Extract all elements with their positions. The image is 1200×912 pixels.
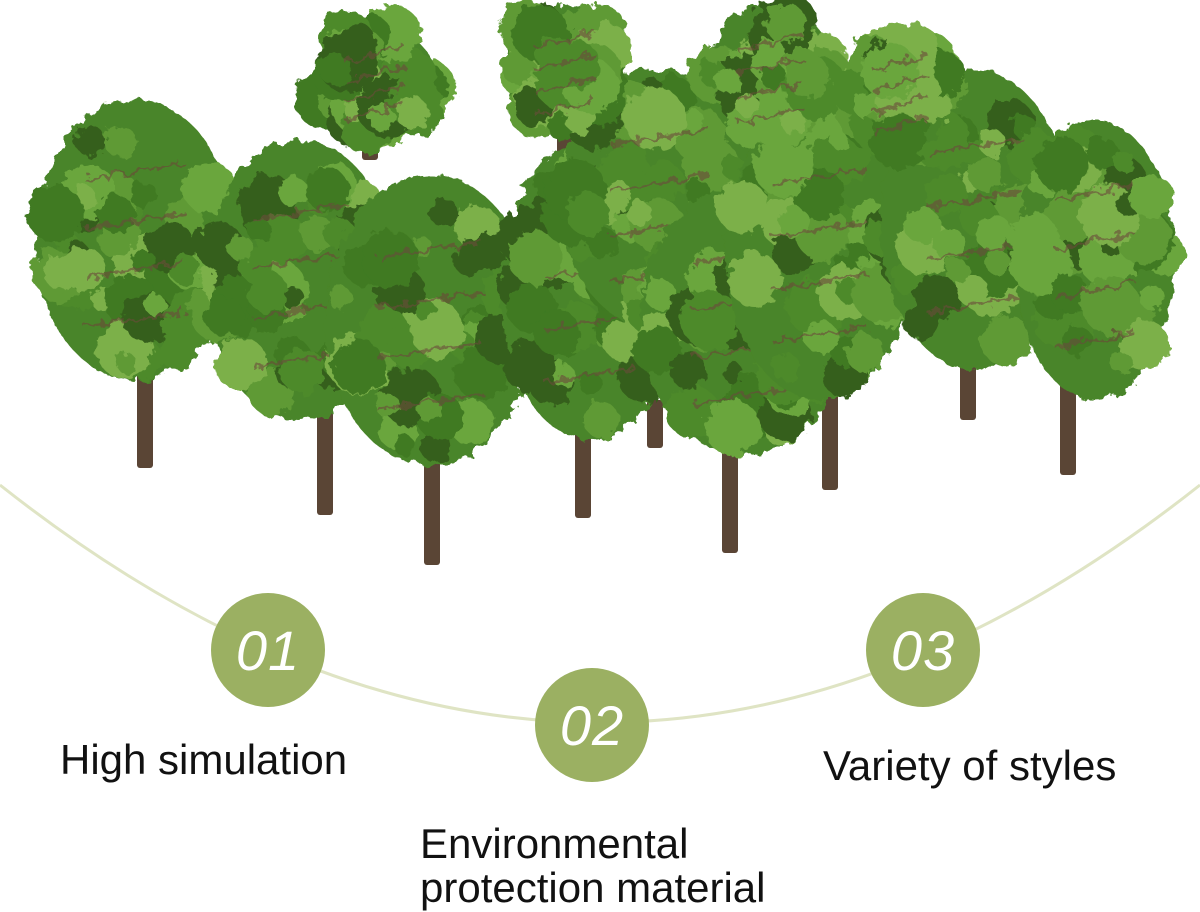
feature-number-badge-01: 01 (211, 593, 325, 707)
feature-label-variety-of-styles: Variety of styles (823, 742, 1117, 789)
tree-canopy (26, 100, 237, 380)
tree-canopy (686, 0, 852, 149)
tree-canopy (294, 4, 456, 155)
feature-number-badge-02: 02 (535, 668, 649, 782)
tree-canopy (325, 175, 548, 465)
tree-canopy (1009, 120, 1186, 400)
feature-number: 01 (235, 618, 301, 682)
feature-label-protection-material: protection material (420, 864, 766, 911)
tree-trunk (647, 400, 663, 448)
feature-number-badge-03: 03 (866, 593, 980, 707)
feature-number: 02 (559, 693, 625, 757)
tree-canopy (498, 0, 631, 149)
feature-number: 03 (890, 618, 956, 682)
tree-canopy (832, 22, 967, 169)
feature-label-environmental: Environmental (420, 820, 689, 867)
feature-label-high-simulation: High simulation (60, 736, 348, 783)
